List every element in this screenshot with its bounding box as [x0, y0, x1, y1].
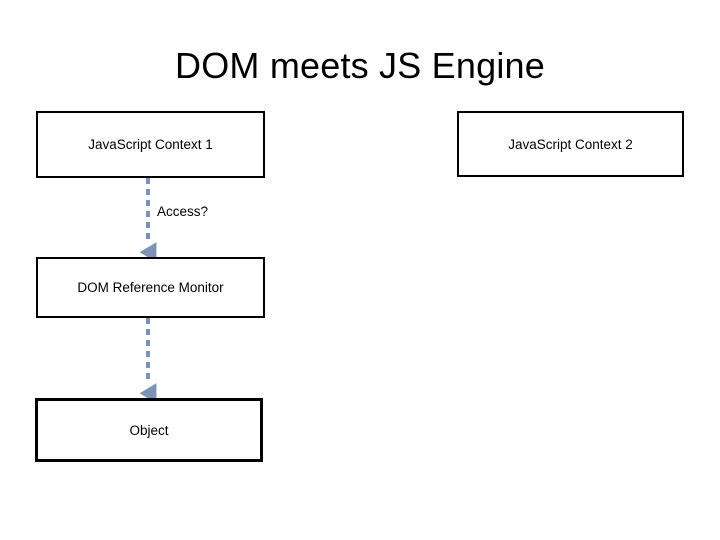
node-label: JavaScript Context 2 — [508, 136, 633, 152]
node-javascript-context-2: JavaScript Context 2 — [457, 111, 684, 177]
edge-label-access: Access? — [157, 204, 209, 219]
node-dom-reference-monitor: DOM Reference Monitor — [36, 257, 265, 318]
node-label: DOM Reference Monitor — [77, 280, 224, 295]
node-object: Object — [35, 398, 263, 462]
node-label: Object — [129, 422, 169, 438]
node-label: JavaScript Context 1 — [88, 137, 213, 152]
node-javascript-context-1: JavaScript Context 1 — [36, 111, 265, 178]
page-title: DOM meets JS Engine — [175, 45, 545, 86]
